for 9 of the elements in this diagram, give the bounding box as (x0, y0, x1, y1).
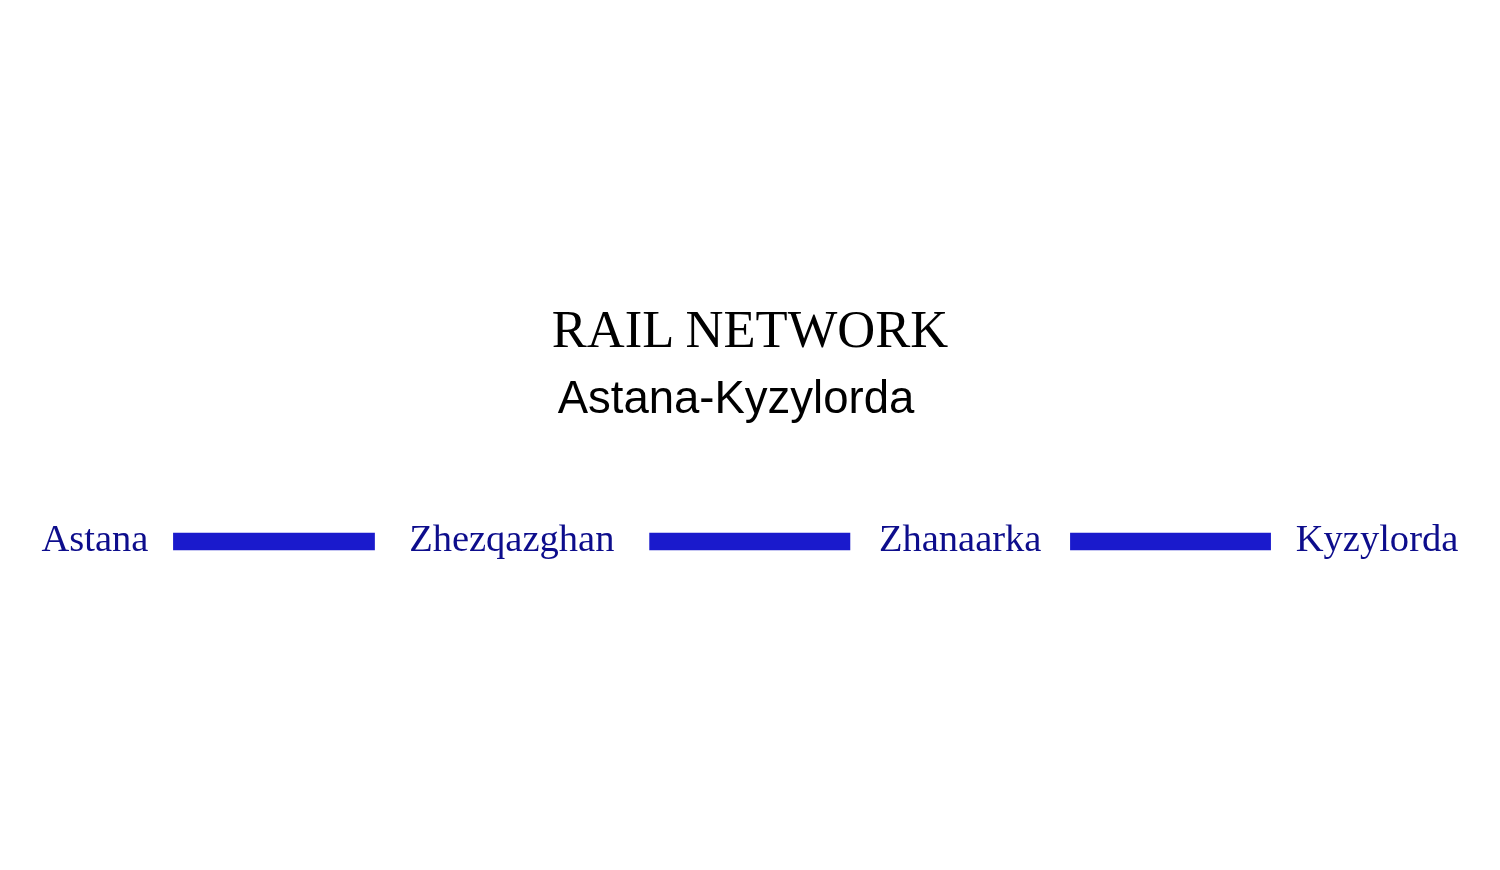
connector (649, 532, 851, 550)
node-text: Zhanaarka (878, 516, 1042, 559)
node-text: Kyzylorda (1295, 516, 1459, 559)
diagram-title: RAIL NETWORK (551, 299, 949, 358)
node-text: Zhezqazghan (409, 516, 615, 559)
connector (173, 532, 375, 550)
label: Astana-Kyzylorda (557, 371, 915, 423)
node-text: Astana (41, 516, 149, 559)
connector (1070, 532, 1271, 550)
